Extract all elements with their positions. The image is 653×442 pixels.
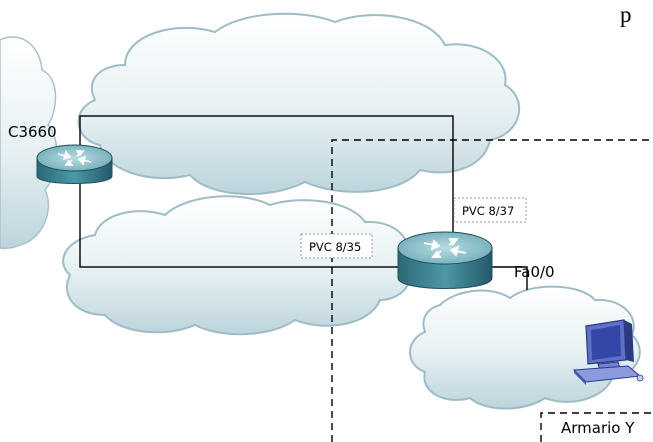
router-c3660-icon[interactable] [36,144,113,184]
middle-cloud [62,195,412,336]
dashed-boundary-room [540,412,653,442]
left-edge-cloud [0,36,58,250]
router-lan-link [492,266,528,290]
computer-icon[interactable] [572,319,644,385]
header-fragment: p [620,2,632,27]
pvc-link-rectangle [79,115,454,268]
dashed-boundary [331,139,653,442]
pvc-label-a-box: PVC 8/37 [453,197,527,223]
top-cloud [77,12,521,196]
router-c3660-label: C3660 [8,123,57,141]
pvc-label-b: PVC 8/35 [309,240,361,254]
pvc-label-b-box: PVC 8/35 [300,233,373,259]
router-edge-icon[interactable] [397,231,493,289]
pvc-label-a: PVC 8/37 [462,204,514,218]
interface-label: Fa0/0 [514,263,555,281]
room-label: Armario Y [561,419,635,437]
